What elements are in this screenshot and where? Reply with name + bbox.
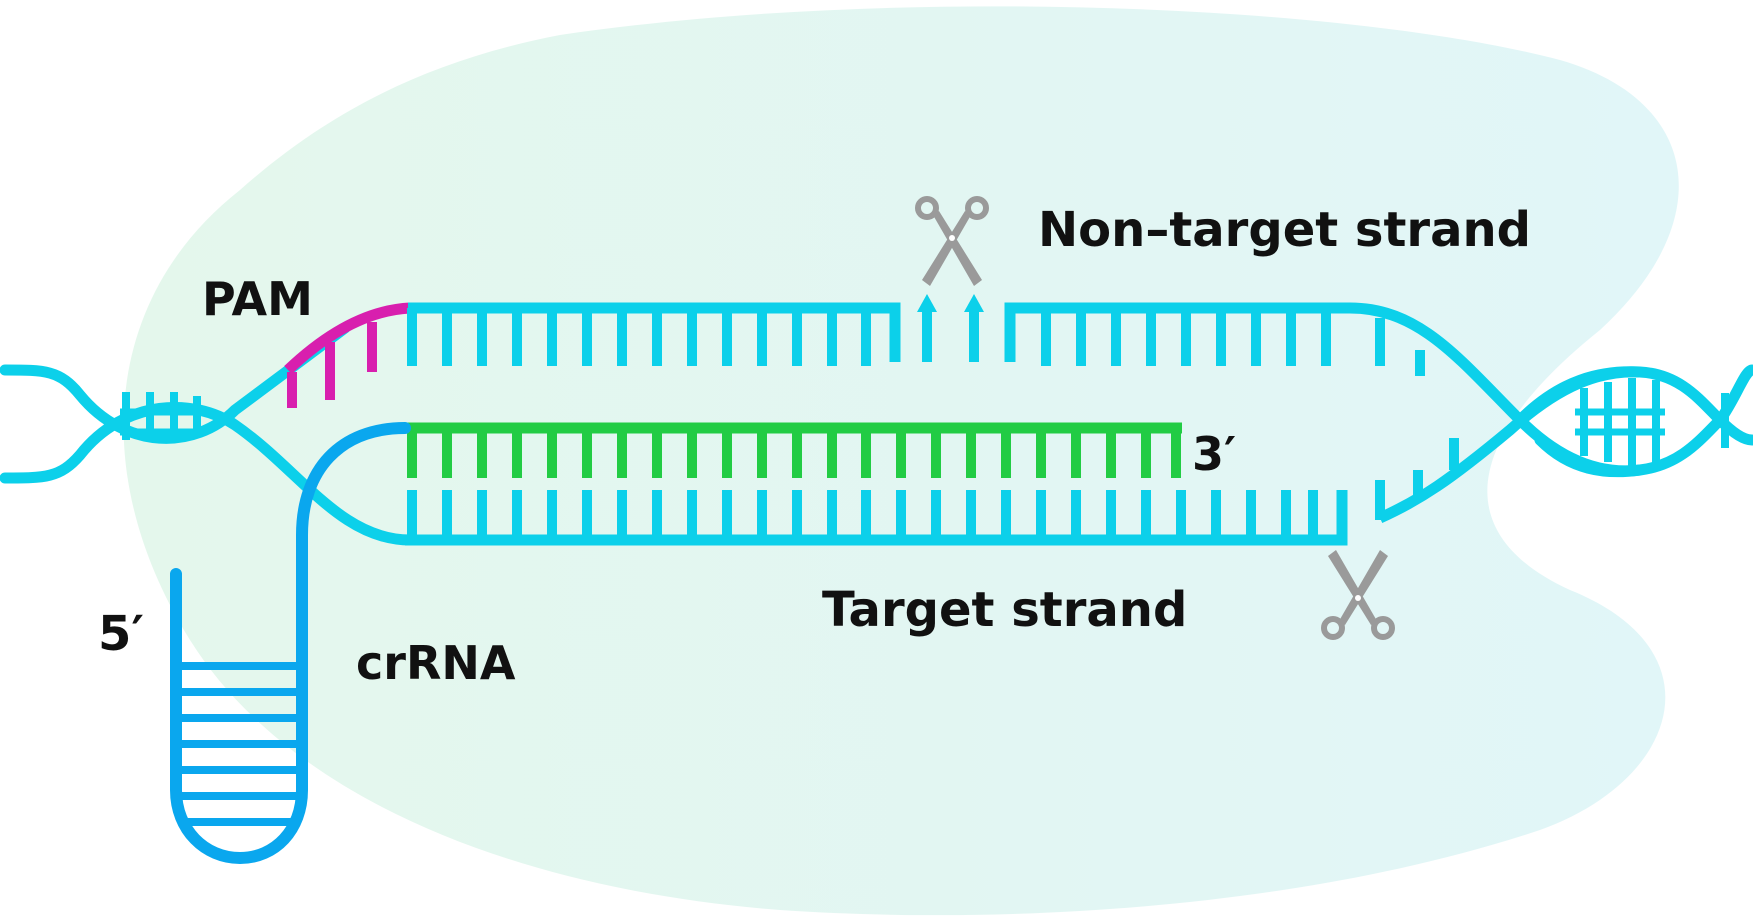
target-strand-label: Target strand	[822, 582, 1187, 638]
pam-segment	[284, 302, 411, 408]
five-prime-label: 5′	[98, 606, 144, 662]
crrna-label: crRNA	[356, 636, 516, 690]
target-strand-bases	[407, 490, 1318, 540]
scissors-icon	[915, 196, 989, 286]
pam-label: PAM	[202, 272, 313, 326]
up-arrow-icon	[964, 294, 984, 362]
target-strand-right-fragment	[1375, 438, 1459, 520]
right-helix	[1514, 364, 1753, 478]
crrna-repeat	[170, 422, 411, 865]
right-helix-base-rungs	[1575, 408, 1665, 436]
left-helix-base-rungs	[120, 408, 200, 436]
target-strand	[405, 490, 1348, 546]
non-target-strand-label: Non–target strand	[1038, 202, 1531, 258]
three-prime-label: 3′	[1192, 427, 1236, 481]
non-target-strand-bases	[407, 308, 1425, 376]
up-arrow-icon	[917, 294, 937, 362]
right-helix-bases	[1580, 378, 1729, 466]
crrna-stem-rungs	[176, 662, 302, 800]
guide-rna-bases	[407, 428, 1181, 478]
scissors-icon	[1321, 550, 1395, 640]
